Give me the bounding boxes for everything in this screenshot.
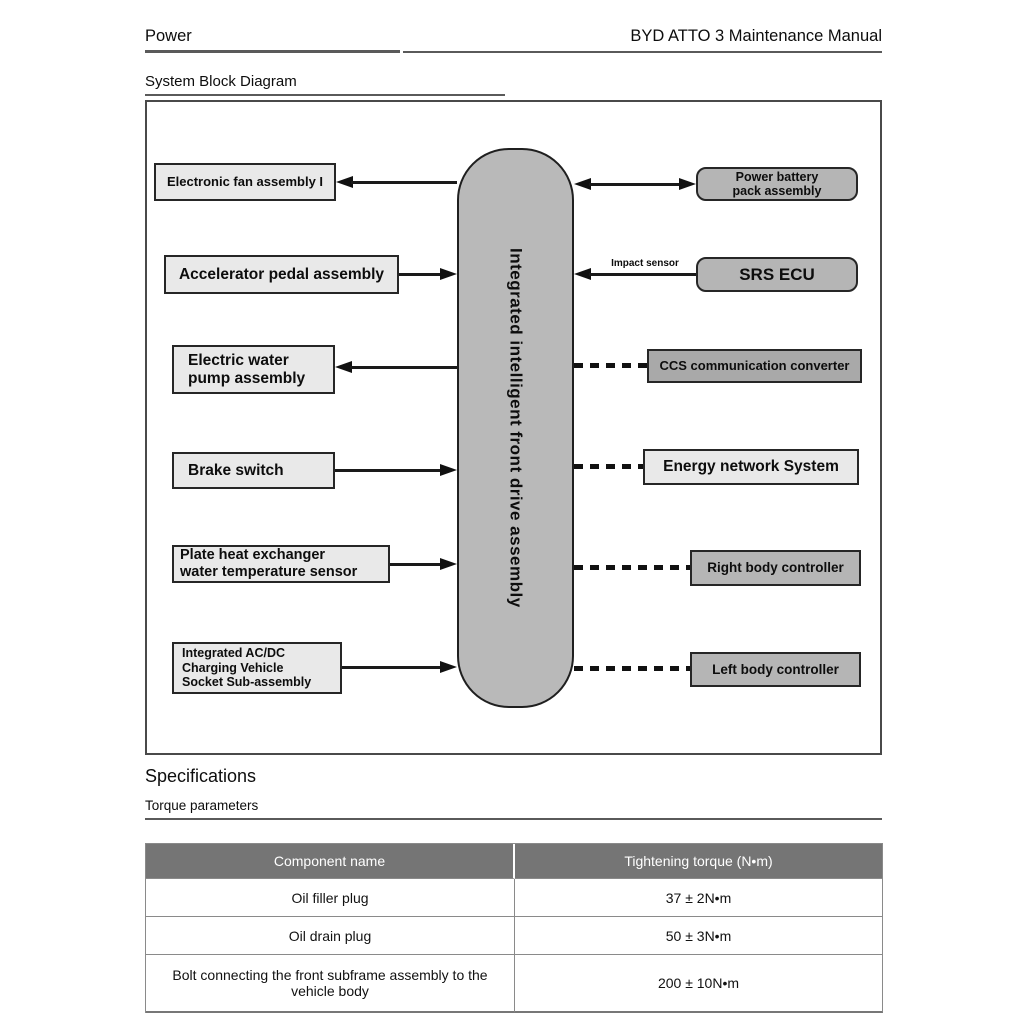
center-node-label: Integrated intelligent front drive assem… — [506, 248, 526, 608]
dashed-connector-ccs — [574, 363, 647, 368]
connector-srs-ecu — [589, 273, 696, 276]
node-plate-heat-exchanger-sensor: Plate heat exchanger water temperature s… — [172, 545, 390, 583]
connector-acdc-socket — [342, 666, 441, 669]
node-label: Energy network System — [663, 458, 839, 476]
system-block-diagram: Integrated intelligent front drive assem… — [145, 100, 882, 755]
node-label: Brake switch — [188, 461, 284, 479]
page-section-title: Power — [145, 27, 192, 45]
arrowhead-to-center-srs — [574, 268, 591, 280]
torque-parameters-table: Component name Tightening torque (N•m) O… — [145, 843, 883, 1013]
diagram-section-title: System Block Diagram — [145, 73, 297, 90]
table-row: Oil filler plug 37 ± 2N•m — [146, 879, 883, 917]
node-label: Power battery pack assembly — [732, 169, 822, 198]
node-energy-network-system: Energy network System — [643, 449, 859, 485]
table-row: Bolt connecting the front subframe assem… — [146, 955, 883, 1013]
torque-value-cell: 50 ± 3N•m — [515, 917, 883, 955]
node-label: Accelerator pedal assembly — [178, 265, 385, 283]
header-rule-left — [145, 50, 400, 53]
node-right-body-controller: Right body controller — [690, 550, 861, 586]
column-header-tightening-torque: Tightening torque (N•m) — [515, 844, 883, 879]
node-label: SRS ECU — [739, 264, 815, 284]
manual-title: BYD ATTO 3 Maintenance Manual — [630, 27, 882, 45]
node-label: Integrated AC/DC Charging Vehicle Socket… — [182, 646, 312, 690]
component-name-cell: Oil drain plug — [146, 917, 515, 955]
node-srs-ecu: SRS ECU — [696, 257, 858, 292]
node-left-body-controller: Left body controller — [690, 652, 861, 687]
node-ccs-communication-converter: CCS communication converter — [647, 349, 862, 383]
connector-accelerator — [399, 273, 441, 276]
component-name-cell: Bolt connecting the front subframe assem… — [146, 955, 515, 1013]
node-electric-water-pump-assembly: Electric water pump assembly — [172, 345, 335, 394]
dashed-connector-energy-network — [574, 464, 643, 469]
table-header-row: Component name Tightening torque (N•m) — [146, 844, 883, 879]
connector-brake-switch — [335, 469, 441, 472]
torque-parameters-subtitle: Torque parameters — [145, 798, 259, 813]
impact-sensor-label: Impact sensor — [611, 258, 679, 269]
node-integrated-acdc-charging-socket: Integrated AC/DC Charging Vehicle Socket… — [172, 642, 342, 694]
node-label: Left body controller — [712, 661, 839, 677]
node-electronic-fan-assembly: Electronic fan assembly I — [154, 163, 336, 201]
connector-plate-heat — [390, 563, 441, 566]
column-header-component-name: Component name — [146, 844, 515, 879]
center-node-integrated-front-drive: Integrated intelligent front drive assem… — [457, 148, 574, 708]
node-label: Plate heat exchanger water temperature s… — [180, 547, 358, 580]
node-power-battery-pack: Power battery pack assembly — [696, 167, 858, 201]
arrowhead-to-water-pump — [335, 361, 352, 373]
node-label: Electronic fan assembly I — [166, 173, 324, 189]
node-label: Right body controller — [707, 560, 844, 576]
node-label: CCS communication converter — [659, 357, 850, 373]
component-name-cell: Oil filler plug — [146, 879, 515, 917]
torque-value-cell: 200 ± 10N•m — [515, 955, 883, 1013]
dashed-connector-right-body — [574, 565, 690, 570]
arrowhead-to-center-battery — [574, 178, 591, 190]
table-row: Oil drain plug 50 ± 3N•m — [146, 917, 883, 955]
diagram-title-underline — [145, 94, 505, 96]
specifications-title: Specifications — [145, 766, 257, 786]
connector-power-battery — [589, 183, 681, 186]
arrowhead-to-center-acdc — [440, 661, 457, 673]
dashed-connector-left-body — [574, 666, 690, 671]
torque-value-cell: 37 ± 2N•m — [515, 879, 883, 917]
torque-parameters-underline — [145, 818, 882, 820]
node-brake-switch: Brake switch — [172, 452, 335, 489]
arrowhead-to-battery — [679, 178, 696, 190]
arrowhead-to-center-brake — [440, 464, 457, 476]
connector-water-pump — [350, 366, 457, 369]
connector-fan — [351, 181, 457, 184]
arrowhead-to-center-plate-heat — [440, 558, 457, 570]
node-accelerator-pedal-assembly: Accelerator pedal assembly — [164, 255, 399, 294]
arrowhead-to-fan — [336, 176, 353, 188]
arrowhead-to-center-accelerator — [440, 268, 457, 280]
node-label: Electric water pump assembly — [188, 351, 306, 387]
header-rule-right — [403, 51, 882, 53]
